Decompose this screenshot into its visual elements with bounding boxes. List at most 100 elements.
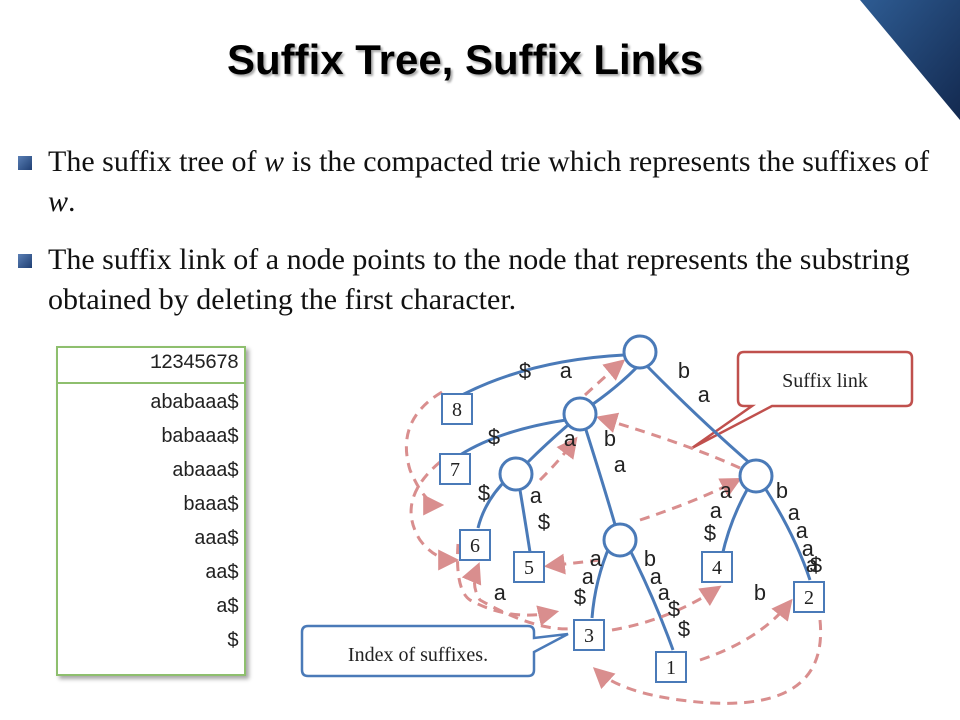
edge-label: a	[697, 384, 710, 409]
leaf-label: 6	[470, 535, 480, 557]
tree-edge	[763, 487, 812, 581]
bullet-var: w	[264, 145, 285, 178]
edge-label: $	[477, 482, 490, 507]
bullet-var: w	[48, 185, 69, 218]
edge-label: a	[795, 520, 808, 545]
tree-node	[602, 522, 638, 558]
bullet-text: The suffix link of a node points to the …	[48, 243, 910, 316]
leaf-box	[441, 393, 473, 425]
bullet-text: The suffix tree of	[48, 145, 265, 178]
leaf-label: 5	[524, 557, 534, 579]
suffix-row: baaa$	[182, 494, 239, 517]
edge-label: $	[537, 511, 550, 536]
suffix-list-box: 12345678 ababaaa$ babaaa$ abaaa$ baaa$ a…	[56, 346, 246, 676]
bullet-suffix-tree: The suffix tree of w is the compacted tr…	[18, 142, 938, 222]
edge-label: a	[613, 454, 626, 479]
bullet-text: .	[68, 185, 76, 218]
suffix-link-arrow	[404, 390, 445, 516]
edge-label: a	[657, 582, 670, 607]
edge-label: b	[753, 582, 766, 607]
suffix-row: abaaa$	[171, 460, 239, 483]
tree-edge	[459, 418, 567, 457]
edge-label: b	[677, 360, 690, 385]
leaf-nodes: 8 7 6 5 4 3 2 1	[439, 393, 825, 683]
edge-label: b	[603, 428, 616, 453]
suffix-link-arrow	[699, 598, 793, 662]
edge-label: a	[529, 485, 542, 510]
edge-label: a	[559, 360, 572, 385]
tree-edge	[592, 362, 642, 406]
edge-label: $	[677, 618, 690, 643]
edge-label: $	[573, 586, 586, 611]
tree-edge	[720, 487, 750, 557]
edge-label: a	[649, 566, 662, 591]
edge-labels: $ a b a $ a b a $ a $ a b a $ a a $ a b …	[477, 360, 822, 643]
suffix-link-callout-text: Suffix link	[782, 370, 868, 392]
bullet-suffix-link: The suffix link of a node points to the …	[18, 240, 938, 320]
suffix-link-arrow	[611, 585, 722, 632]
root-node	[622, 334, 658, 370]
suffix-row: ababaaa$	[149, 392, 239, 415]
leaf-box	[655, 651, 687, 683]
leaf-label: 8	[452, 399, 462, 421]
edge-label: a	[563, 428, 576, 453]
suffix-link-arrow	[639, 478, 742, 522]
edge-label: a	[787, 502, 800, 527]
leaf-box	[439, 453, 471, 485]
suffix-row: aaa$	[193, 528, 239, 551]
edge-label: a	[493, 582, 506, 607]
bullet-text: is the compacted trie which represents t…	[284, 145, 930, 178]
suffix-link-arrow	[595, 412, 741, 470]
index-callout-text: Index of suffixes.	[348, 644, 488, 666]
suffix-list-header	[58, 348, 244, 384]
tree-node	[738, 458, 774, 494]
edge-label: $	[518, 360, 531, 385]
edge-label: a	[581, 566, 594, 591]
suffix-link-arrow	[456, 543, 560, 626]
internal-nodes	[498, 334, 774, 558]
tree-edge	[628, 549, 675, 651]
leaf-box	[459, 529, 491, 561]
leaf-label: 2	[804, 587, 814, 609]
bullet-marker	[18, 156, 32, 170]
suffix-link-arrow	[583, 359, 626, 397]
suffix-row: a$	[215, 596, 239, 619]
edge-label: a	[805, 554, 818, 579]
leaf-box	[793, 581, 825, 613]
edge-label: a	[801, 538, 814, 563]
tree-node	[562, 396, 598, 432]
suffix-row: babaaa$	[160, 426, 239, 449]
tree-edge	[461, 353, 625, 397]
leaf-label: 1	[666, 657, 676, 679]
leaf-box	[701, 551, 733, 583]
bullet-marker	[18, 254, 32, 268]
edge-label: a	[589, 548, 602, 573]
edge-label: b	[643, 548, 656, 573]
leaf-box	[573, 619, 605, 651]
leaf-label: 3	[584, 625, 594, 647]
suffix-row: aa$	[204, 562, 239, 585]
edge-label: a	[719, 480, 732, 505]
tree-node	[498, 456, 534, 492]
tree-edges	[459, 353, 812, 651]
suffix-link-arrow	[543, 553, 601, 575]
corner-decoration	[860, 0, 960, 120]
tree-edge	[643, 362, 753, 467]
tree-edge	[518, 489, 532, 553]
index-callout: Index of suffixes.	[300, 624, 569, 678]
edge-label: $	[667, 598, 680, 623]
slide-title: Suffix Tree, Suffix Links	[226, 36, 704, 83]
suffix-link-arrow	[538, 436, 578, 482]
suffix-row: $	[226, 630, 239, 653]
tree-edge	[584, 429, 618, 529]
suffix-link-arrow	[592, 619, 823, 705]
suffix-link-callout: Suffix link	[691, 350, 914, 450]
edge-label: $	[703, 522, 716, 547]
leaf-box	[513, 551, 545, 583]
edge-label: $	[809, 554, 822, 579]
edge-label: $	[487, 426, 500, 451]
leaf-label: 4	[712, 557, 722, 579]
edge-label: a	[709, 500, 722, 525]
position-header: 12345678	[149, 352, 239, 375]
